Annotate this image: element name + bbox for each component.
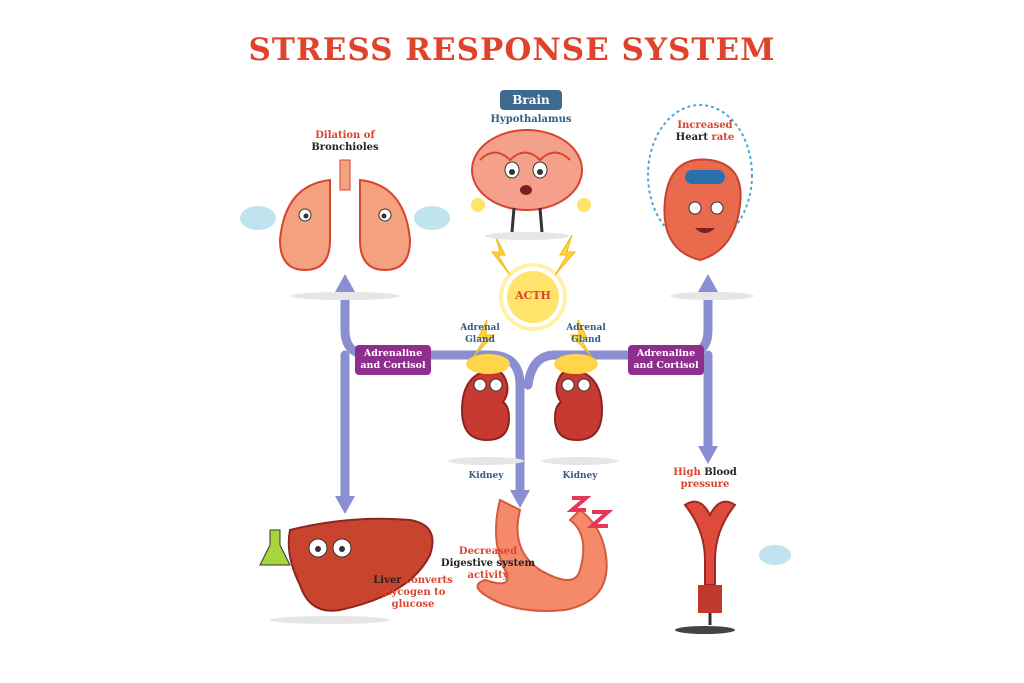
heart-label-rate: rate	[711, 132, 735, 143]
hormone-left-box: Adrenaline and Cortisol	[355, 345, 431, 375]
page-title: STRESS RESPONSE SYSTEM	[248, 32, 776, 68]
blood-pressure-illustration	[675, 500, 791, 634]
heart-label: Increased Heart rate	[665, 120, 745, 144]
adrenal-left-line1: Adrenal	[460, 323, 500, 333]
kidneys-illustration	[448, 354, 618, 465]
acth-label: ACTH	[515, 289, 551, 302]
hormone-right-line2: and Cortisol	[633, 360, 699, 371]
lungs-label: Dilation of Bronchioles	[290, 130, 400, 154]
kidney-left-label: Kidney	[468, 471, 504, 481]
liver-label: Liver converts glycogen to glucose	[370, 575, 456, 611]
arrow-to-lungs	[335, 274, 355, 292]
hormone-left-line2: and Cortisol	[360, 360, 426, 371]
digestive-label-line2: Digestive system	[440, 558, 536, 569]
hormone-right-box: Adrenaline and Cortisol	[628, 345, 704, 375]
adrenal-gland-left-label: Adrenal Gland	[450, 322, 510, 346]
adrenal-right-line1: Adrenal	[566, 323, 606, 333]
blood-pressure-label: High Blood pressure	[665, 467, 745, 491]
liver-label-a: Liver	[373, 575, 402, 586]
lungs-label-line2: Bronchioles	[311, 142, 379, 153]
adrenal-gland-right-label: Adrenal Gland	[556, 322, 616, 346]
arrow-to-stomach	[510, 490, 530, 508]
digestive-label-line1: Decreased	[458, 546, 518, 557]
adrenal-right-line2: Gland	[571, 335, 601, 345]
lungs-illustration	[240, 159, 450, 300]
heart-illustration	[647, 104, 754, 300]
arrow-to-blood-pressure	[698, 446, 718, 464]
adrenal-left-line2: Gland	[465, 335, 495, 345]
brain-illustration	[471, 129, 591, 240]
bp-label-blood: Blood	[704, 467, 737, 478]
liver-illustration	[259, 517, 434, 624]
stomach-illustration	[476, 496, 614, 612]
lungs-label-line1: Dilation of	[315, 130, 375, 141]
bp-label-high: High	[673, 467, 701, 478]
liver-label-c: glycogen to	[380, 587, 446, 598]
arrow-heads	[335, 274, 718, 514]
hormone-left-line1: Adrenaline	[363, 348, 423, 359]
hormone-right-line1: Adrenaline	[636, 348, 696, 359]
heart-label-heart: Heart	[675, 132, 708, 143]
digestive-label-line3: activity	[467, 570, 509, 581]
brain-tag: Brain	[500, 90, 562, 110]
liver-label-b: converts	[405, 575, 453, 586]
digestive-label: Decreased Digestive system activity	[438, 546, 538, 582]
kidney-right-label: Kidney	[562, 471, 598, 481]
heart-label-line1: Increased	[677, 120, 733, 131]
bp-label-pressure: pressure	[680, 479, 730, 490]
hypothalamus-label: Hypothalamus	[490, 114, 572, 125]
acth-sun	[499, 263, 567, 331]
lightning-bolts	[473, 234, 592, 357]
liver-label-d: glucose	[391, 599, 435, 610]
arrow-to-liver	[335, 496, 355, 514]
arrow-to-heart	[698, 274, 718, 292]
